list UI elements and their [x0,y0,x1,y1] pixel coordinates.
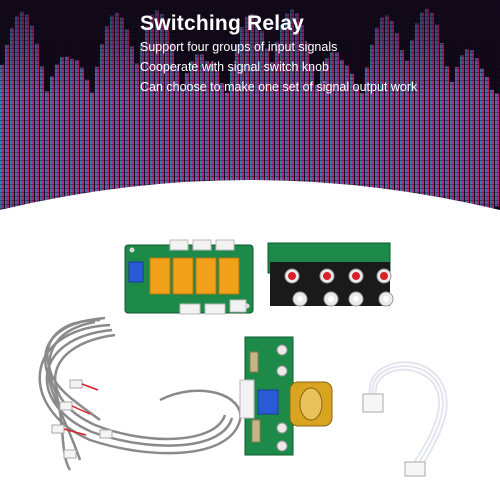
feature-text-1: Support four groups of input signals [140,40,338,54]
ribbon-connectors [362,393,426,477]
equalizer-background [0,0,500,270]
rca-board-image [267,242,394,307]
feature-text-2: Cooperate with signal switch knob [140,60,329,74]
banner-title: Switching Relay [140,12,305,35]
feature-text-3: Can choose to make one set of signal out… [140,80,418,94]
banner: Switching Relay Support four groups of i… [0,0,500,270]
selector-board-image [239,336,333,456]
ribbon-cable-image [368,361,448,471]
relay-board-image [124,239,254,315]
cable-bundle-image [38,316,242,471]
